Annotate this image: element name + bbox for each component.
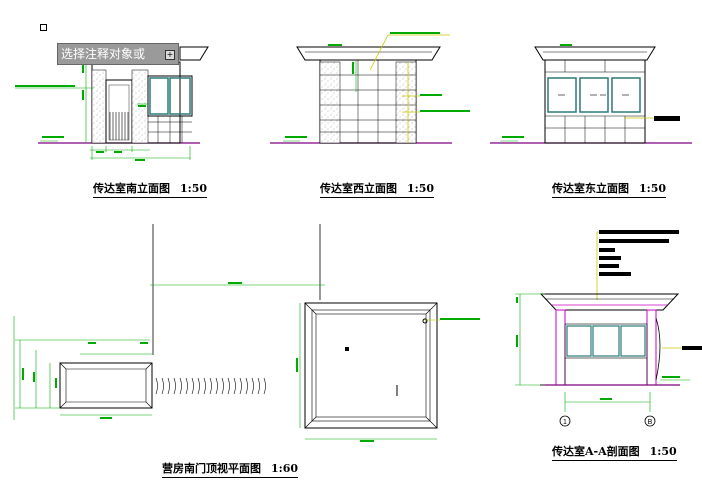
section-aa: 1 B bbox=[515, 230, 702, 427]
south-elevation bbox=[15, 46, 209, 161]
title-name: 传达室A-A剖面图 bbox=[552, 445, 640, 458]
title-section-aa: 传达室A-A剖面图 1:50 bbox=[552, 443, 677, 461]
west-elevation bbox=[270, 32, 470, 144]
title-scale: 1:50 bbox=[649, 445, 677, 458]
title-scale: 1:60 bbox=[271, 462, 299, 475]
title-name: 传达室西立面图 bbox=[320, 182, 397, 195]
title-scale: 1:50 bbox=[180, 182, 208, 195]
title-name: 传达室南立面图 bbox=[93, 182, 170, 195]
title-west-elevation: 传达室西立面图 1:50 bbox=[320, 180, 435, 198]
roof-plan bbox=[13, 224, 480, 442]
axis-label-right: B bbox=[648, 419, 653, 426]
annotation-tooltip: 选择注释对象或 + bbox=[57, 43, 179, 65]
title-scale: 1:50 bbox=[639, 182, 667, 195]
title-scale: 1:50 bbox=[407, 182, 435, 195]
tooltip-text: 选择注释对象或 bbox=[61, 47, 146, 61]
east-elevation bbox=[490, 44, 692, 144]
axis-label-left: 1 bbox=[563, 419, 567, 426]
title-roof-plan: 营房南门顶视平面图 1:60 bbox=[162, 460, 299, 478]
title-name: 营房南门顶视平面图 bbox=[162, 462, 261, 475]
title-south-elevation: 传达室南立面图 1:50 bbox=[93, 180, 208, 198]
expand-plus-icon[interactable]: + bbox=[165, 50, 175, 60]
title-east-elevation: 传达室东立面图 1:50 bbox=[552, 180, 667, 198]
title-name: 传达室东立面图 bbox=[552, 182, 629, 195]
corner-grip[interactable] bbox=[40, 24, 47, 31]
